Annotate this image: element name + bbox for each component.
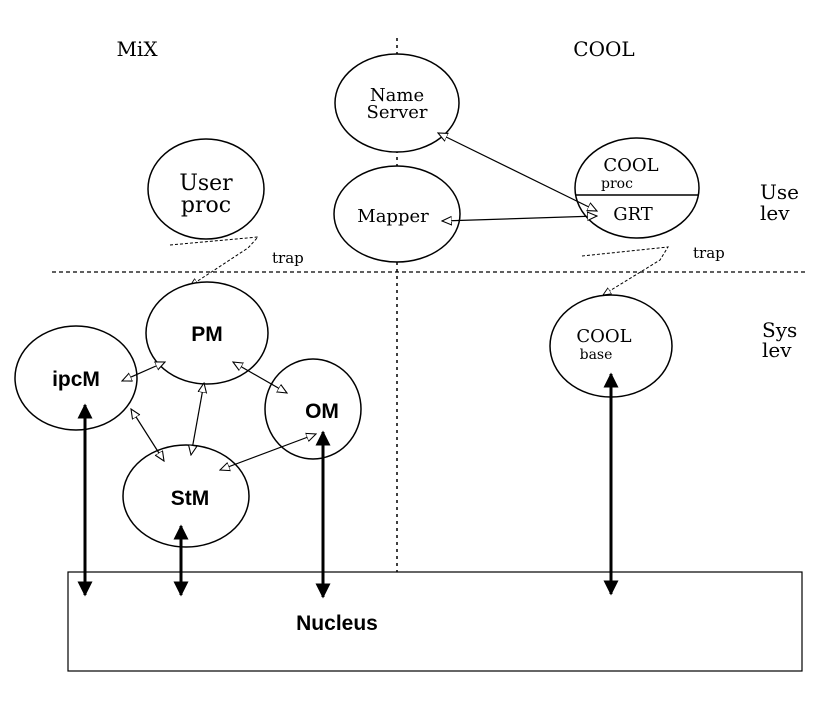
ipcm-stm-arrow — [131, 409, 164, 461]
system-level-label-line1: Sys — [762, 318, 797, 342]
name-server-node — [334, 53, 460, 153]
name-server-label-line2: Server — [366, 102, 427, 123]
right-trap-label: trap — [693, 244, 725, 262]
om-label: OM — [305, 400, 339, 423]
mapper-grt-arrow — [442, 216, 597, 221]
om-stm-arrow — [220, 434, 316, 470]
cool-base-label-line2: base — [580, 347, 613, 363]
cool-header: COOL — [573, 37, 634, 61]
cool-proc-label-line2: proc — [601, 176, 633, 192]
stm-label: StM — [171, 487, 210, 510]
pm-label: PM — [191, 323, 223, 346]
user-proc-node — [147, 138, 265, 240]
ipcm-label: ipcM — [52, 368, 100, 391]
user-level-label-line2: lev — [760, 201, 790, 225]
left-trap-line — [169, 236, 260, 286]
right-trap-line — [581, 246, 669, 295]
pm-ipcm-arrow — [122, 362, 165, 381]
nameserver-grt-arrow — [438, 133, 597, 211]
user-level-label-line1: Use — [760, 180, 799, 204]
pm-om-arrow — [233, 362, 287, 393]
mapper-label: Mapper — [357, 206, 429, 227]
pm-stm-arrow — [191, 383, 204, 455]
user-proc-label-line2: proc — [181, 193, 231, 218]
mix-header: MiX — [116, 37, 158, 61]
cool-proc-label-line1: COOL — [603, 155, 658, 176]
user-proc-label-line1: User — [179, 171, 233, 196]
name-server-label-line1: Name — [370, 85, 424, 106]
left-trap-label: trap — [272, 249, 304, 267]
nucleus-label: Nucleus — [296, 612, 378, 635]
system-level-label-line2: lev — [762, 338, 792, 362]
nucleus-box — [67, 571, 803, 672]
grt-label: GRT — [613, 204, 653, 225]
cool-base-label-line1: COOL — [576, 326, 631, 347]
